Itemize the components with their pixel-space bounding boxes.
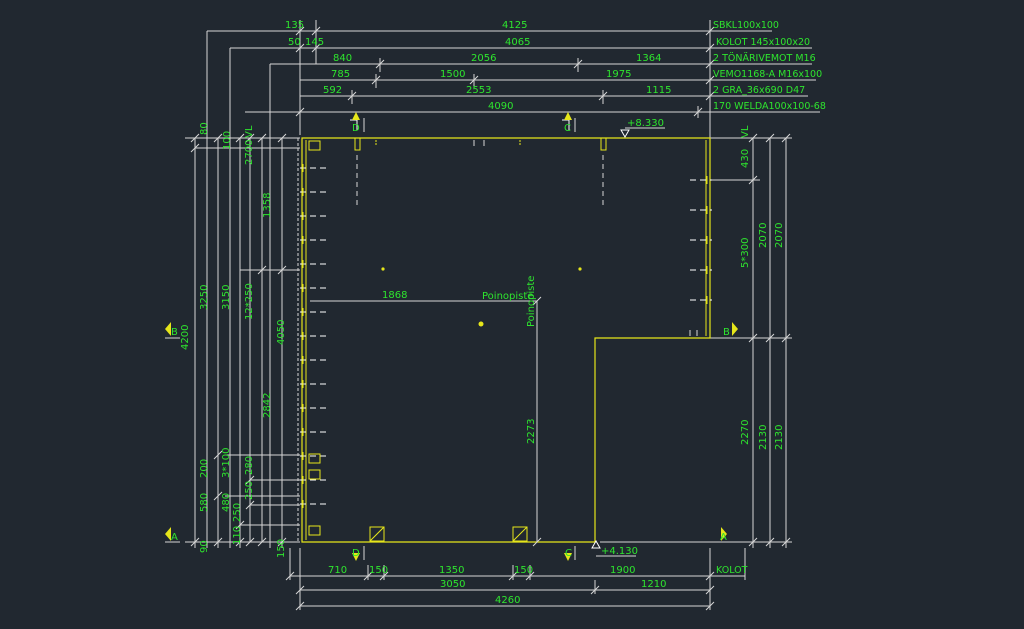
section-marker-b-right: B (722, 322, 738, 339)
svg-text:B: B (171, 327, 178, 338)
bottom-dimension-block: 710 150 1350 150 1900 KOLOT 3050 1210 42… (285, 548, 748, 611)
top-dim-4065: 4065 (505, 37, 530, 48)
level-marker-bottom: +4.130 (591, 539, 638, 557)
left-anchor-marks (300, 164, 326, 508)
left-dim-250-a: 250 (244, 481, 255, 500)
right-dim-2130-a: 2130 (758, 425, 769, 450)
top-dim-1364: 1364 (636, 53, 661, 64)
corner-anchor-boxes (308, 140, 528, 542)
level-marker-top: +8.330 (620, 118, 665, 139)
left-dim-480: 480 (221, 493, 232, 512)
left-dim-250-b: 250 (232, 503, 243, 522)
bottom-dim-1350: 1350 (439, 565, 464, 576)
section-marker-d-top: D (350, 112, 365, 134)
left-dim-4200: 4200 (180, 325, 191, 350)
right-dim-2130-b: 2130 (774, 425, 785, 450)
svg-text:A: A (720, 532, 727, 543)
left-dim-90: 90 (199, 540, 210, 553)
slab-outline (297, 137, 711, 543)
svg-text:C: C (565, 548, 572, 559)
label-kolot-145: KOLOT 145x100x20 (716, 37, 810, 48)
bottom-label-kolot: KOLOT (716, 565, 748, 576)
svg-text:A: A (171, 532, 178, 543)
right-anchor-marks (690, 176, 712, 304)
left-dim-3150: 3150 (221, 285, 232, 310)
right-dimension-block: VL 430 5*300 2070 2070 2270 2130 2130 (600, 125, 792, 548)
left-dim-3250: 3250 (199, 285, 210, 310)
svg-text:D: D (352, 548, 360, 559)
section-marker-d-bottom: D (352, 546, 365, 561)
top-dim-592: 592 (323, 85, 342, 96)
label-vemo: VEMO1168-A M16x100 (713, 69, 822, 80)
top-dim-840: 840 (333, 53, 352, 64)
svg-text:C: C (564, 123, 571, 134)
bottom-dim-710: 710 (328, 565, 347, 576)
top-dim-50: 50 (288, 37, 301, 48)
bottom-dim-1900: 1900 (610, 565, 635, 576)
section-marker-a-right: A (718, 527, 734, 543)
left-dim-100: 100 (222, 131, 233, 150)
top-dim-4090: 4090 (488, 101, 513, 112)
right-dim-vl: VL (740, 125, 751, 138)
section-marker-b-left: B (165, 322, 180, 339)
level-top-text: +8.330 (627, 118, 664, 129)
left-dim-280: 280 (244, 456, 255, 475)
left-dim-4050: 4050 (276, 320, 287, 345)
left-dim-1358: 1358 (262, 193, 273, 218)
left-dimension-block: 80 3250 4200 3150 100 2700 VL 1358 12*25… (180, 122, 300, 558)
left-dim-3x100: 3*100 (221, 448, 232, 478)
right-dim-2270: 2270 (740, 420, 751, 445)
left-dim-150: 150 (276, 539, 287, 558)
top-dim-2056: 2056 (471, 53, 496, 64)
svg-text:D: D (352, 123, 360, 134)
section-marker-c-bottom: C (564, 546, 576, 561)
left-dim-580: 580 (199, 493, 210, 512)
label-gra: 2 GRA_36x690 D47 (713, 85, 805, 96)
top-dim-4125: 4125 (502, 20, 527, 31)
bottom-dim-3050: 3050 (440, 579, 465, 590)
interior-dim-1868: 1868 (382, 290, 407, 301)
top-dim-1115: 1115 (646, 85, 671, 96)
left-dim-110: 110 (232, 526, 243, 545)
top-dimension-block: 135 4125 50 145 4065 840 2056 1364 785 1… (206, 20, 826, 548)
right-dim-5x300: 5*300 (740, 238, 751, 268)
bottom-dim-4260: 4260 (495, 595, 520, 606)
top-inner-features (354, 137, 698, 336)
bottom-dim-150-a: 150 (369, 565, 388, 576)
left-dim-12x250: 12*250 (244, 283, 255, 320)
right-dim-2070-b: 2070 (774, 223, 785, 248)
interior-dimensions: 1868 Poinopiste Poinopiste 2273 (310, 276, 542, 547)
right-dim-430: 430 (740, 149, 751, 168)
label-tonarivemot: 2 TÖNÄRIVEMOT M16 (713, 53, 816, 64)
bottom-dim-1210: 1210 (641, 579, 666, 590)
section-markers: D C D C B B A (165, 112, 738, 561)
poinopiste-label-2: Poinopiste (526, 276, 537, 327)
top-dim-1975: 1975 (606, 69, 631, 80)
right-dim-2070-a: 2070 (758, 223, 769, 248)
section-marker-a-left: A (165, 527, 180, 543)
left-dim-2842: 2842 (262, 393, 273, 418)
left-dim-2700: 2700 (244, 140, 255, 165)
top-dim-145: 145 (305, 37, 324, 48)
left-dim-80: 80 (199, 122, 210, 135)
label-welda: 170 WELDA100x100-68 (713, 101, 826, 112)
top-dim-2553: 2553 (466, 85, 491, 96)
top-dim-135: 135 (285, 20, 304, 31)
interior-dim-2273: 2273 (526, 419, 537, 444)
left-dim-200: 200 (199, 459, 210, 478)
top-dim-785: 785 (331, 69, 350, 80)
label-sbkl: SBKL100x100 (713, 20, 779, 31)
section-marker-c-top: C (562, 112, 576, 134)
top-dim-1500: 1500 (440, 69, 465, 80)
svg-text:B: B (723, 327, 730, 338)
bottom-dim-150-b: 150 (514, 565, 533, 576)
level-bottom-text: +4.130 (601, 546, 638, 557)
poinopiste-label-1: Poinopiste (482, 291, 533, 302)
left-dim-vl: VL (244, 125, 255, 138)
